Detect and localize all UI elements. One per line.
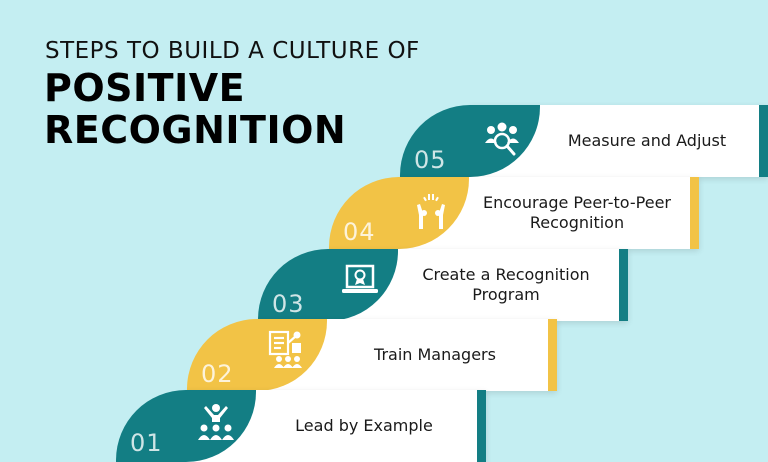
step-label: Measure and Adjust [567, 131, 727, 150]
title-line-3: RECOGNITION [44, 108, 347, 152]
title-line-2: POSITIVE [44, 66, 246, 110]
step-01: Lead by Example 01 [116, 390, 486, 462]
step-05: Measure and Adjust 05 [400, 105, 768, 177]
step-accent-bar [477, 390, 486, 462]
step-label: Create a Recognition Program [422, 265, 590, 304]
step-number: 02 [201, 360, 234, 388]
step-card: Measure and Adjust [470, 105, 768, 177]
step-number: 03 [272, 290, 305, 318]
certificate-laptop-icon [340, 261, 380, 301]
title-line-1: STEPS TO BUILD A CULTURE OF [45, 38, 420, 64]
step-accent-bar [759, 105, 768, 177]
step-accent-bar [548, 319, 557, 391]
step-accent-bar [690, 177, 699, 249]
step-02: Train Managers 02 [187, 319, 557, 391]
step-03: Create a Recognition Program 03 [258, 249, 628, 321]
leader-team-icon [196, 402, 236, 442]
team-magnifier-icon [482, 119, 522, 159]
step-number: 01 [130, 429, 163, 457]
high-five-icon [411, 191, 451, 231]
step-label: Train Managers [374, 345, 496, 364]
step-label: Encourage Peer-to-Peer Recognition [482, 193, 671, 232]
step-number: 04 [343, 218, 376, 246]
step-number: 05 [414, 146, 447, 174]
step-accent-bar [619, 249, 628, 321]
step-label: Lead by Example [295, 416, 433, 435]
presentation-training-icon [267, 329, 307, 369]
step-04: Encourage Peer-to-Peer Recognition 04 [329, 177, 699, 249]
